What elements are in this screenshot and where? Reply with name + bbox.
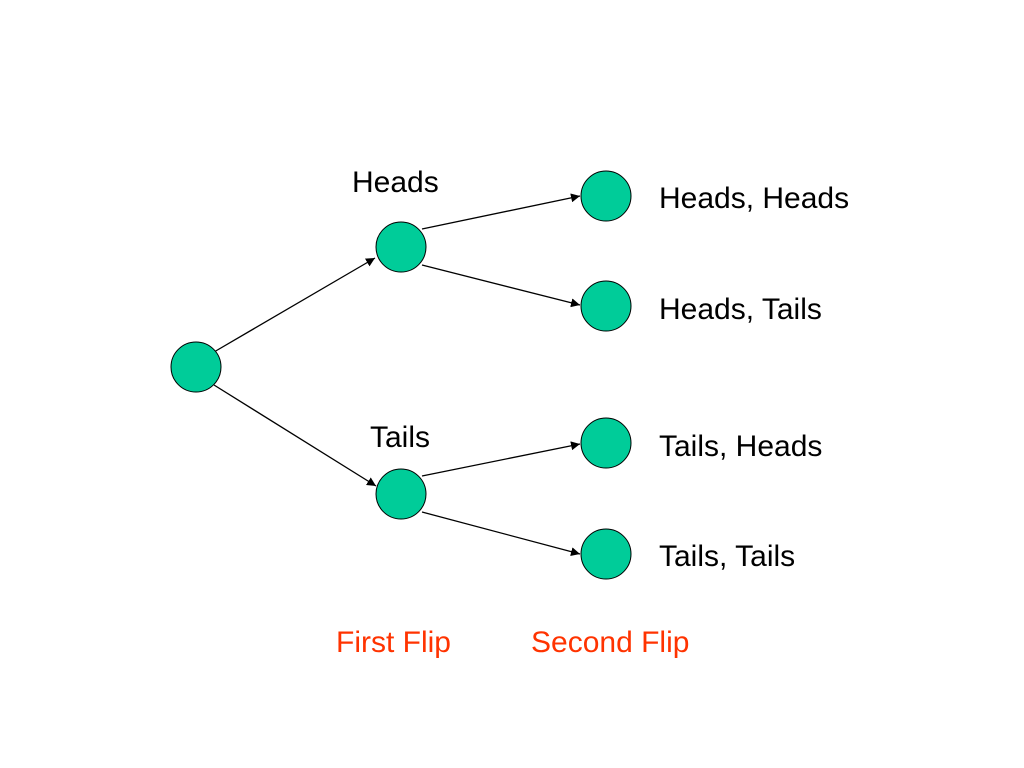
heads-branch-label: Heads xyxy=(352,166,439,199)
tree-nodes xyxy=(170,170,632,580)
second-flip-label: Second Flip xyxy=(531,626,689,659)
edge-heads-hh xyxy=(421,193,581,230)
tails-tails-node xyxy=(580,528,632,580)
outcome-label-heads-heads: Heads, Heads xyxy=(659,182,849,215)
edge-tails-th xyxy=(421,441,581,477)
edge-heads-ht xyxy=(421,264,581,308)
edge-root-tails xyxy=(213,384,377,487)
outcome-label-tails-heads: Tails, Heads xyxy=(659,430,822,463)
edge-tails-tt xyxy=(421,511,581,557)
tree-edges xyxy=(213,193,581,557)
tails-branch-label: Tails xyxy=(370,421,430,454)
outcome-label-heads-tails: Heads, Tails xyxy=(659,293,822,326)
heads-tails-node xyxy=(580,280,632,332)
heads-node xyxy=(375,221,427,273)
outcome-label-tails-tails: Tails, Tails xyxy=(659,540,795,573)
edge-root-heads xyxy=(213,257,376,353)
first-flip-label: First Flip xyxy=(336,626,451,659)
tails-heads-node xyxy=(580,417,632,469)
root-node xyxy=(170,341,222,393)
heads-heads-node xyxy=(580,170,632,222)
tails-node xyxy=(375,468,427,520)
